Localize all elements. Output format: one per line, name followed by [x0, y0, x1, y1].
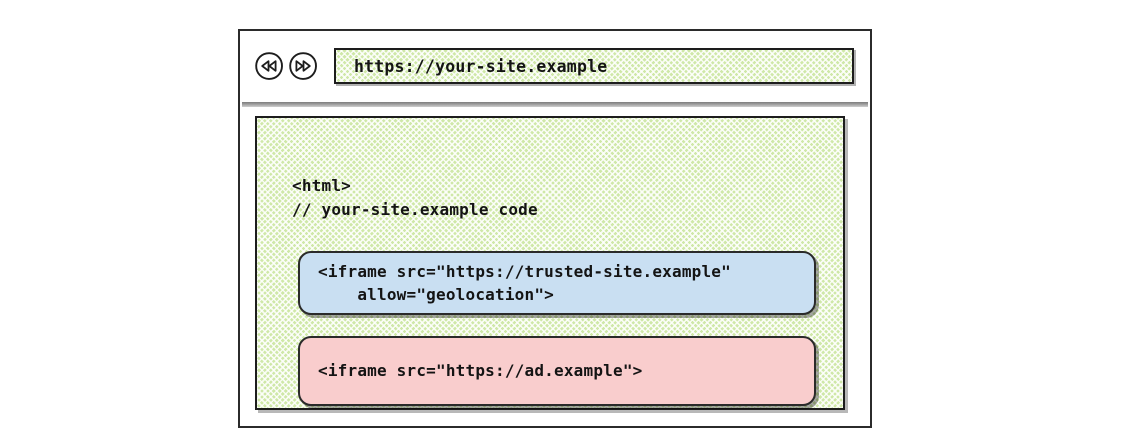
browser-window: https://your-site.example <html> // your…	[238, 29, 872, 428]
code-line-html-tag: <html>	[292, 176, 351, 195]
back-button[interactable]	[254, 51, 284, 81]
page-content-area: <html> // your-site.example code <iframe…	[255, 116, 845, 410]
iframe-trusted-site[interactable]: <iframe src="https://trusted-site.exampl…	[298, 251, 816, 315]
url-text: https://your-site.example	[354, 56, 608, 76]
iframe-ad-site-code: <iframe src="https://ad.example">	[318, 361, 643, 381]
iframe-ad-site[interactable]: <iframe src="https://ad.example">	[298, 336, 816, 406]
toolbar-divider	[242, 102, 868, 107]
forward-button[interactable]	[288, 51, 318, 81]
code-line-comment: // your-site.example code	[292, 200, 538, 219]
url-address-bar[interactable]: https://your-site.example	[334, 48, 854, 84]
iframe-trusted-site-code: <iframe src="https://trusted-site.exampl…	[318, 261, 731, 304]
browser-toolbar: https://your-site.example	[240, 31, 870, 101]
